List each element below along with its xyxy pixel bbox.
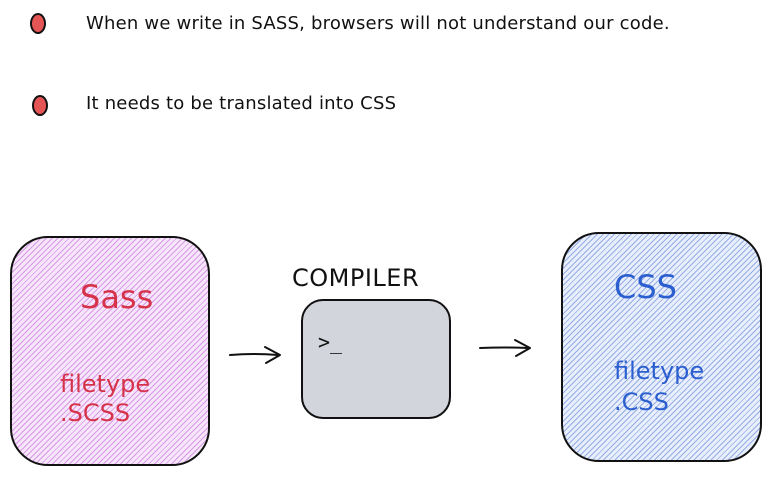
right-arrow-icon xyxy=(229,346,281,364)
right-arrow-icon xyxy=(479,339,531,357)
sass-title: Sass xyxy=(80,278,154,316)
css-title: CSS xyxy=(614,268,677,306)
bullet-text: It needs to be translated into CSS xyxy=(86,93,397,114)
sass-extension-label: .SCSS xyxy=(60,399,131,427)
compiler-title: COMPILER xyxy=(292,264,420,292)
css-extension-label: .CSS xyxy=(614,388,669,416)
sass-filetype-label: filetype xyxy=(60,370,151,398)
bullet-dot-icon xyxy=(30,13,46,34)
terminal-prompt-icon: >_ xyxy=(318,330,343,354)
bullet-dot-icon xyxy=(32,95,48,116)
css-box xyxy=(561,232,762,462)
compiler-box xyxy=(301,299,451,419)
css-filetype-label: filetype xyxy=(614,357,705,385)
bullet-text: When we write in SASS, browsers will not… xyxy=(86,13,670,34)
sass-box xyxy=(10,236,210,466)
